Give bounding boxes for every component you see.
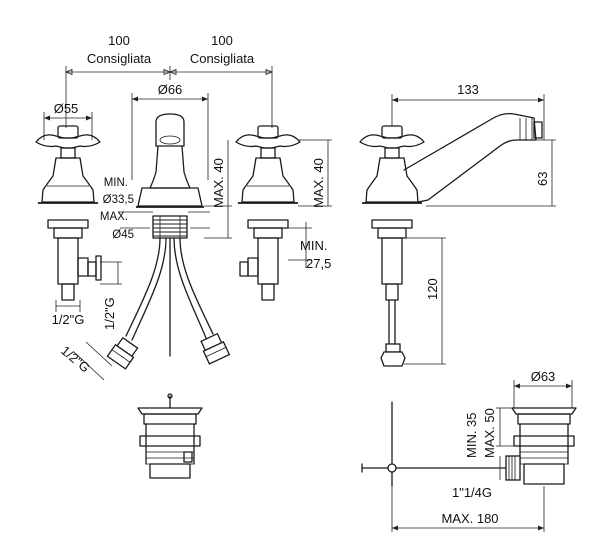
hole-min-label: MIN. (104, 177, 128, 189)
spacing-left-value: 100 (108, 33, 130, 48)
waste-min-label: MIN. 35 (464, 412, 479, 458)
connection-hose: 1/2"G (58, 343, 93, 376)
right-handle-assembly: MAX. 40 MIN. 27,5 (235, 125, 332, 301)
spacing-dimensions: 100 Consigliata 100 Consigliata (64, 33, 274, 128)
spacing-right-note: Consigliata (190, 51, 255, 66)
spout-side-view: 133 63 120 (359, 82, 556, 367)
min-shank-value: 27,5 (306, 256, 331, 271)
waste-thread-label: 1"1/4G (452, 485, 492, 500)
max-deck-handle: MAX. 40 (311, 158, 326, 208)
waste-diameter-label: Ø63 (531, 369, 556, 384)
shank-length-label: 120 (425, 278, 440, 300)
handle-diameter-label: Ø55 (54, 101, 79, 116)
connection-left-side: 1/2"G (102, 297, 117, 330)
spout-front-view: Ø66 MIN. Ø33,5 MAX. Ø45 MAX. 40 (58, 82, 232, 381)
max-deck-spout: MAX. 40 (211, 158, 226, 208)
hole-max-label: MAX. (100, 211, 128, 223)
hole-min-value: Ø33,5 (103, 194, 134, 206)
spacing-left-note: Consigliata (87, 51, 152, 66)
spout-diameter-label: Ø66 (158, 82, 183, 97)
waste-side-view: Ø63 MIN. 35 MAX. 50 1"1/4G MAX. 180 (361, 369, 577, 532)
hole-max-value: Ø45 (112, 229, 134, 241)
left-handle-assembly: Ø55 1/2"G 1/2"G (35, 101, 122, 330)
waste-front-view (137, 393, 203, 479)
spacing-right-value: 100 (211, 33, 233, 48)
connection-left-bottom: 1/2"G (52, 312, 85, 327)
spout-reach-label: 133 (457, 82, 479, 97)
waste-max-label: MAX. 50 (482, 408, 497, 458)
min-shank-label: MIN. (300, 238, 327, 253)
spout-height-label: 63 (535, 172, 550, 186)
waste-max-length-label: MAX. 180 (441, 511, 498, 526)
